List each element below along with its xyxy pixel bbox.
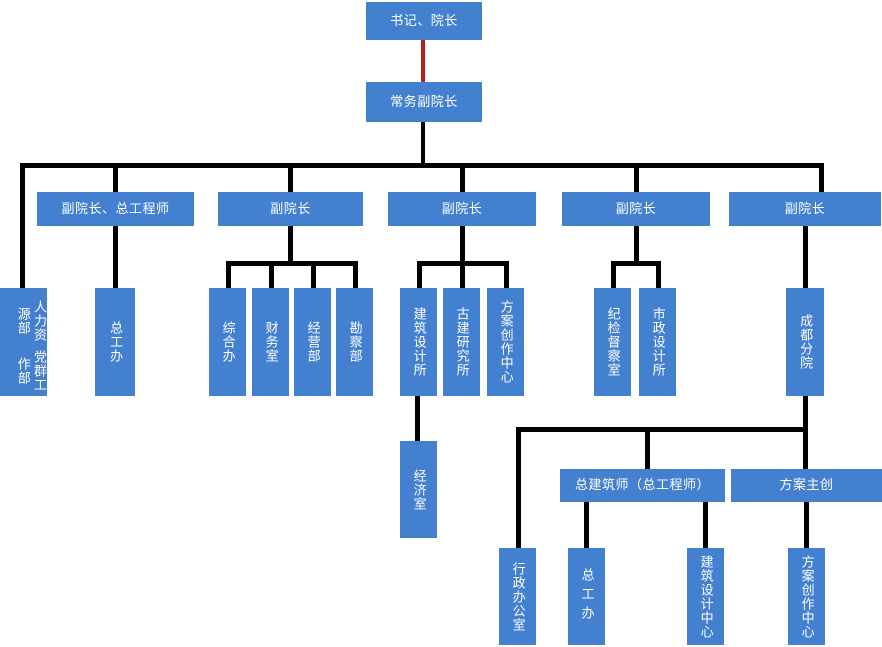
node-scheme-lead[interactable]: 方案主创 <box>731 469 882 502</box>
connector-vp2-to-general-office <box>226 261 231 290</box>
connector-vp3-stem <box>460 226 465 263</box>
node-survey-dept[interactable]: 勘察部 <box>336 288 373 396</box>
connector-vp2-to-finance-office <box>269 261 274 290</box>
node-vp-chief-engineer[interactable]: 副院长、总工程师 <box>37 192 194 226</box>
node-executive-vp[interactable]: 常务副院长 <box>366 82 482 122</box>
connector-vp5-to-chengdu-branch <box>803 226 808 290</box>
node-discipline-inspection-office[interactable]: 纪检督察室 <box>594 288 631 396</box>
connector-vp4-bus <box>611 261 661 266</box>
node-economics-office[interactable]: 经济室 <box>400 441 437 538</box>
connector-chief-architect-to-arch-design-center <box>703 502 708 550</box>
connector-bus-to-vp-2 <box>288 163 293 192</box>
node-hr-and-party-dept[interactable]: 人力资源部 党群工作部 <box>0 288 47 396</box>
node-chief-eng-office[interactable]: 总工办 <box>95 288 135 396</box>
node-finance-office[interactable]: 财务室 <box>252 288 289 396</box>
connector-chengdu-branch-stem <box>803 396 808 431</box>
connector-vp3-to-ancient-arch-institute <box>460 261 465 290</box>
node-general-office[interactable]: 综合办 <box>209 288 246 396</box>
node-admin-office[interactable]: 行政办公室 <box>499 548 536 645</box>
node-arch-design-institute[interactable]: 建筑设计所 <box>400 288 437 396</box>
connector-vp1-to-chief-eng-office <box>113 226 118 290</box>
connector-vp2-bus <box>226 261 358 266</box>
connector-vp2-to-survey-dept <box>353 261 358 290</box>
connector-vp2-stem <box>288 226 293 263</box>
connector-executive-vp-stem <box>421 122 425 165</box>
connector-vp4-to-municipal-design-institute <box>656 261 661 290</box>
node-vp-4[interactable]: 副院长 <box>562 192 710 226</box>
connector-root-to-executive-vp <box>421 40 425 82</box>
connector-bus-to-vp-3 <box>460 163 465 192</box>
node-scheme-creation-center[interactable]: 方案创作中心 <box>487 288 524 396</box>
connector-vp2-to-operations-dept <box>311 261 316 290</box>
connector-vp3-to-arch-design-institute <box>417 261 422 290</box>
node-chengdu-branch[interactable]: 成都分院 <box>786 288 824 396</box>
connector-vp3-to-scheme-creation-center <box>504 261 509 290</box>
node-branch-scheme-creation-center[interactable]: 方案创作中心 <box>788 548 825 645</box>
node-operations-dept[interactable]: 经营部 <box>294 288 331 396</box>
node-chief-architect[interactable]: 总建筑师（总工程师） <box>560 469 725 502</box>
connector-chengdu-to-scheme-lead <box>803 427 808 471</box>
node-ancient-arch-institute[interactable]: 古建研究所 <box>443 288 480 396</box>
node-municipal-design-institute[interactable]: 市政设计所 <box>639 288 676 396</box>
connector-arch-design-institute-to-economics-office <box>415 396 420 443</box>
connector-vp4-to-discipline-inspection <box>611 261 616 290</box>
node-vp-2[interactable]: 副院长 <box>218 192 363 226</box>
node-branch-chief-eng-office[interactable]: 总工办 <box>568 548 605 645</box>
connector-chengdu-to-chief-architect <box>645 427 650 471</box>
connector-scheme-lead-to-branch-scheme-center <box>804 502 809 550</box>
node-hr-dept-label: 人力资源部 <box>15 300 47 342</box>
node-arch-design-center[interactable]: 建筑设计中心 <box>687 548 724 645</box>
node-vp-5[interactable]: 副院长 <box>729 192 881 226</box>
connector-chengdu-branch-bus <box>516 427 808 432</box>
connector-vp4-stem <box>634 226 639 263</box>
node-root[interactable]: 书记、院长 <box>366 2 482 40</box>
connector-chengdu-to-admin-office <box>516 427 521 550</box>
connector-bus-to-vp-4 <box>634 163 639 192</box>
connector-bus-to-vp-5 <box>819 163 824 192</box>
connector-bus-to-hr-party <box>20 163 25 290</box>
node-party-work-dept-label: 党群工作部 <box>15 350 47 392</box>
connector-chief-architect-to-branch-chief-eng-office <box>584 502 589 550</box>
connector-bus-to-vp-1 <box>113 163 118 192</box>
connector-level3-bus <box>20 163 824 168</box>
node-vp-3[interactable]: 副院长 <box>388 192 536 226</box>
